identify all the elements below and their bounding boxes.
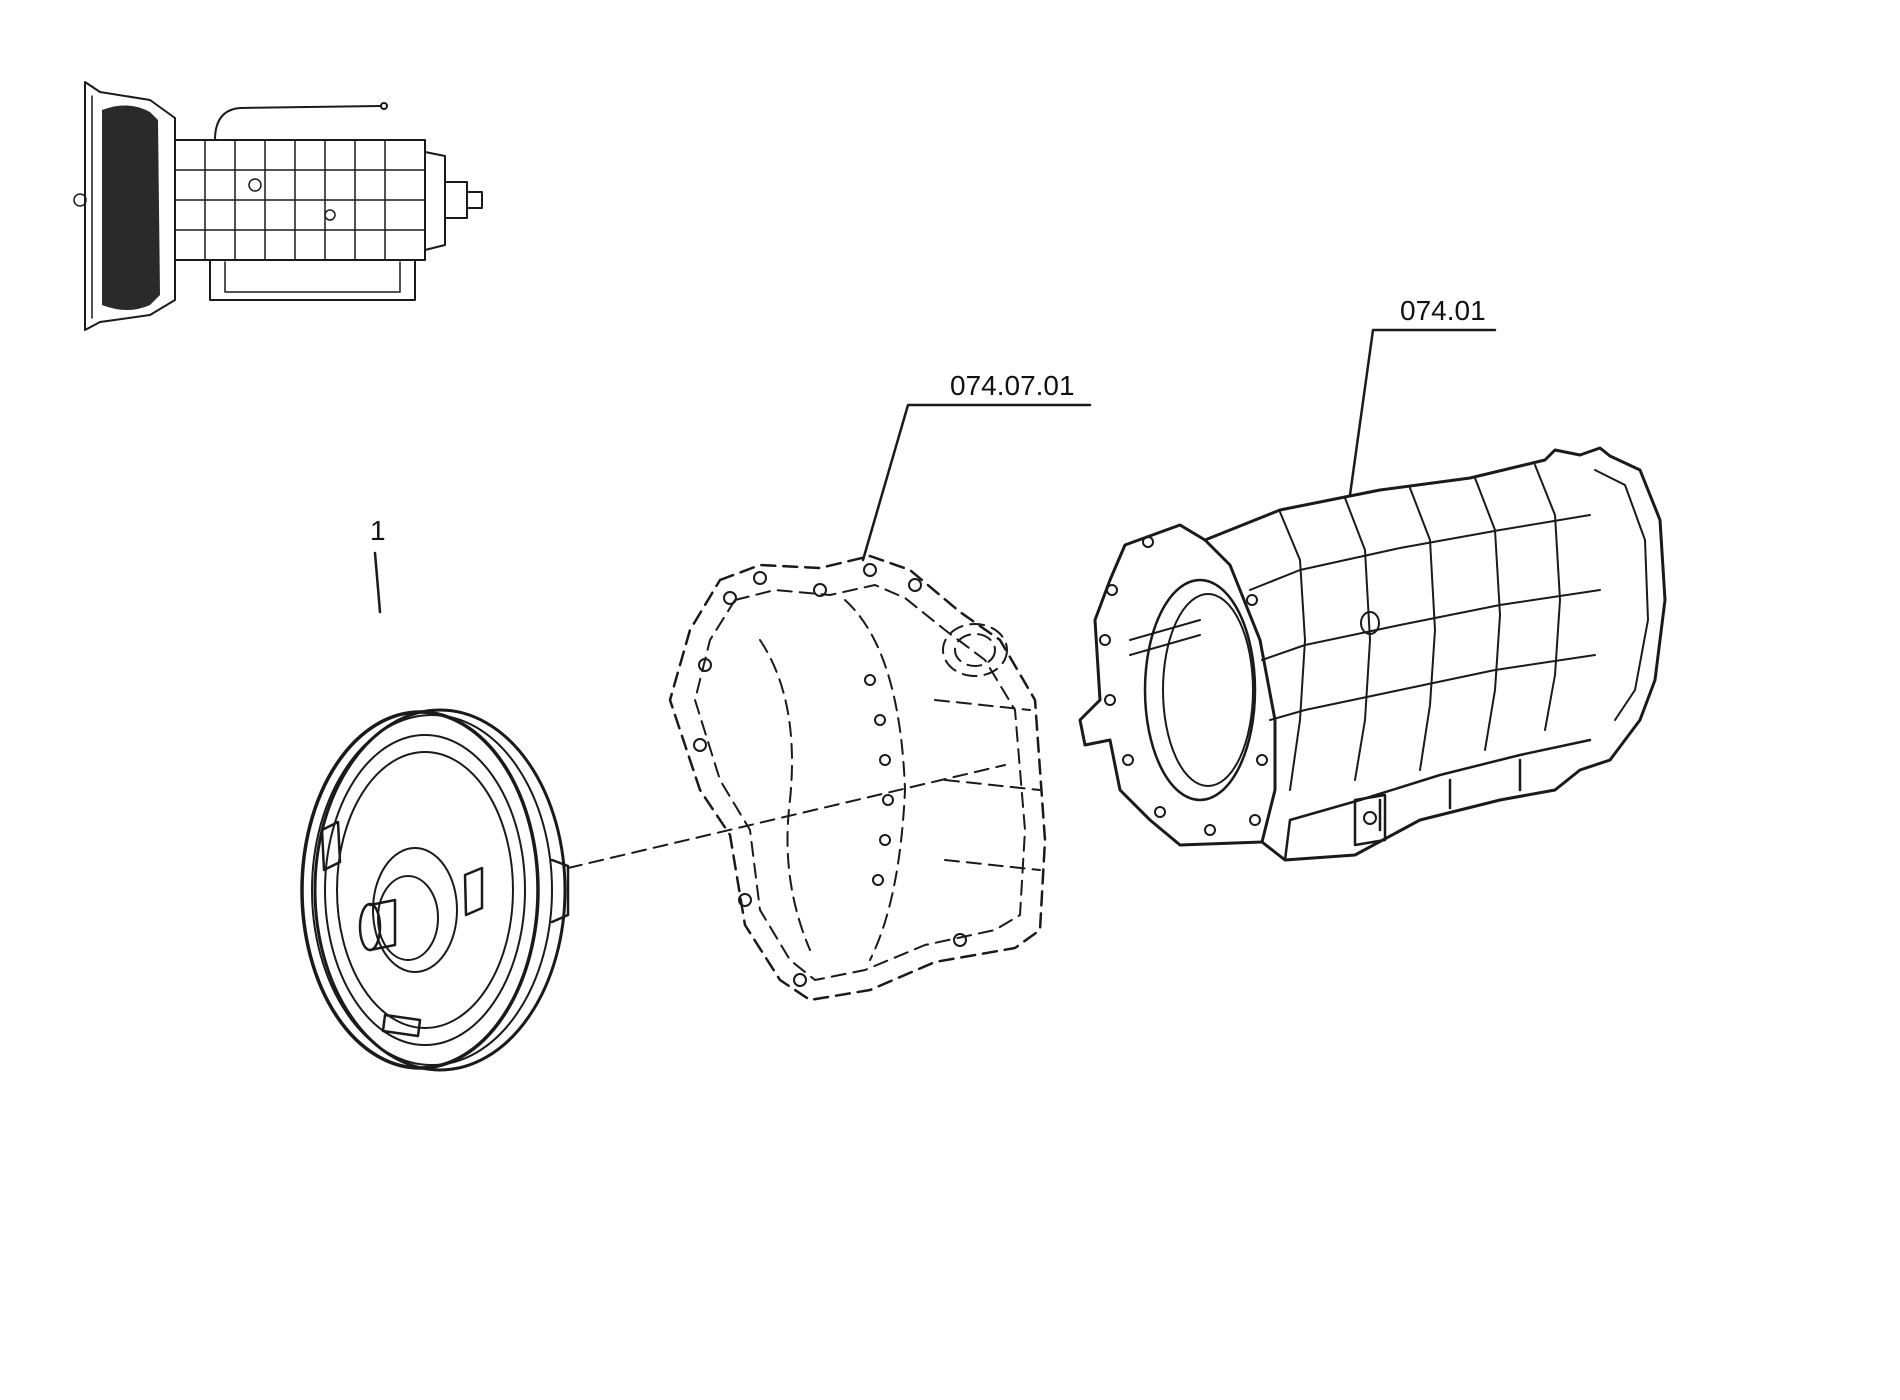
locator-thumbnail: [73, 81, 483, 331]
callout-label-1: 1: [370, 515, 386, 546]
callout-converter-housing: 074.07.01: [861, 370, 1092, 562]
torque-converter: [300, 708, 570, 1072]
highlighted-converter: [102, 105, 160, 310]
callout-part-1: 1: [370, 515, 386, 614]
gearbox-flange-bolt-holes: [1099, 536, 1268, 836]
housing-bolt-holes: [693, 563, 967, 987]
callout-label-gearbox-case: 074.01: [1400, 295, 1486, 326]
gearbox-case: [1078, 446, 1667, 862]
converter-housing: [668, 554, 1047, 1002]
callout-gearbox-case: 074.01: [1348, 295, 1497, 497]
callout-label-converter-housing: 074.07.01: [950, 370, 1075, 401]
alignment-centerline: [567, 764, 1006, 869]
